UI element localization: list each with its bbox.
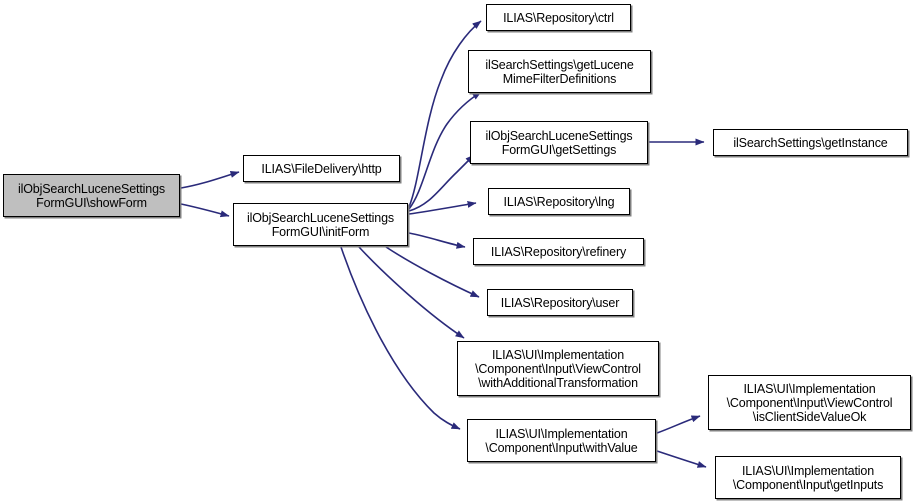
graph-node-label: ILIAS\UI\Implementation \Component\Input… — [475, 347, 641, 390]
graph-node-label: ILIAS\FileDelivery\http — [261, 161, 382, 176]
graph-node-label: ilSearchSettings\getLucene MimeFilterDef… — [485, 57, 634, 86]
graph-node-label: ILIAS\Repository\refinery — [490, 244, 627, 259]
edge-initForm-to-ctrl — [408, 20, 482, 208]
graph-node-label: ILIAS\Repository\ctrl — [503, 10, 614, 25]
graph-node-isClientSideValueOk[interactable]: ILIAS\UI\Implementation \Component\Input… — [708, 375, 911, 430]
graph-node-label: ilObjSearchLuceneSettings FormGUI\initFo… — [246, 210, 395, 239]
graph-node-getInstance[interactable]: ilSearchSettings\getInstance — [713, 129, 908, 156]
graph-node-getInputs[interactable]: ILIAS\UI\Implementation \Component\Input… — [715, 456, 901, 499]
graph-node-withAdditionalTransformation[interactable]: ILIAS\UI\Implementation \Component\Input… — [457, 341, 659, 396]
edge-initForm-to-withValue — [340, 246, 461, 430]
edge-showForm-to-http — [180, 171, 240, 189]
graph-node-getSettings[interactable]: ilObjSearchLuceneSettings FormGUI\getSet… — [470, 121, 648, 164]
graph-node-label: ILIAS\UI\Implementation \Component\Input… — [485, 426, 638, 455]
graph-node-ctrl[interactable]: ILIAS\Repository\ctrl — [486, 4, 631, 31]
graph-node-label: ilObjSearchLuceneSettings FormGUI\getSet… — [485, 128, 633, 157]
graph-node-label: ilSearchSettings\getInstance — [733, 135, 888, 150]
edge-initForm-to-lng — [408, 200, 477, 215]
graph-node-label: ILIAS\Repository\lng — [503, 194, 615, 209]
edge-initForm-to-getSettings — [408, 154, 475, 212]
graph-node-initForm[interactable]: ilObjSearchLuceneSettings FormGUI\initFo… — [233, 203, 408, 246]
graph-node-getLuceneMimeFilterDefinitions[interactable]: ilSearchSettings\getLucene MimeFilterDef… — [468, 50, 651, 93]
edge-showForm-to-initForm — [180, 203, 230, 218]
edge-initForm-to-refinery — [408, 232, 466, 249]
graph-node-label: ilObjSearchLuceneSettings FormGUI\showFo… — [17, 181, 166, 210]
edge-withValue-to-getInputs — [656, 450, 707, 468]
graph-node-withValue[interactable]: ILIAS\UI\Implementation \Component\Input… — [467, 419, 656, 462]
edge-initForm-to-user — [385, 246, 480, 298]
graph-node-showForm[interactable]: ilObjSearchLuceneSettings FormGUI\showFo… — [3, 174, 180, 217]
graph-node-user[interactable]: ILIAS\Repository\user — [487, 289, 633, 316]
graph-node-lng[interactable]: ILIAS\Repository\lng — [488, 188, 630, 215]
graph-node-label: ILIAS\Repository\user — [500, 295, 620, 310]
edge-withValue-to-isClientSideValueOk — [656, 415, 701, 434]
edge-initForm-to-withAdditionalTransformation — [358, 246, 465, 339]
graph-node-refinery[interactable]: ILIAS\Repository\refinery — [473, 238, 644, 265]
graph-node-http[interactable]: ILIAS\FileDelivery\http — [243, 155, 400, 182]
graph-node-label: ILIAS\UI\Implementation \Component\Input… — [732, 463, 884, 492]
graph-node-label: ILIAS\UI\Implementation \Component\Input… — [726, 381, 893, 424]
